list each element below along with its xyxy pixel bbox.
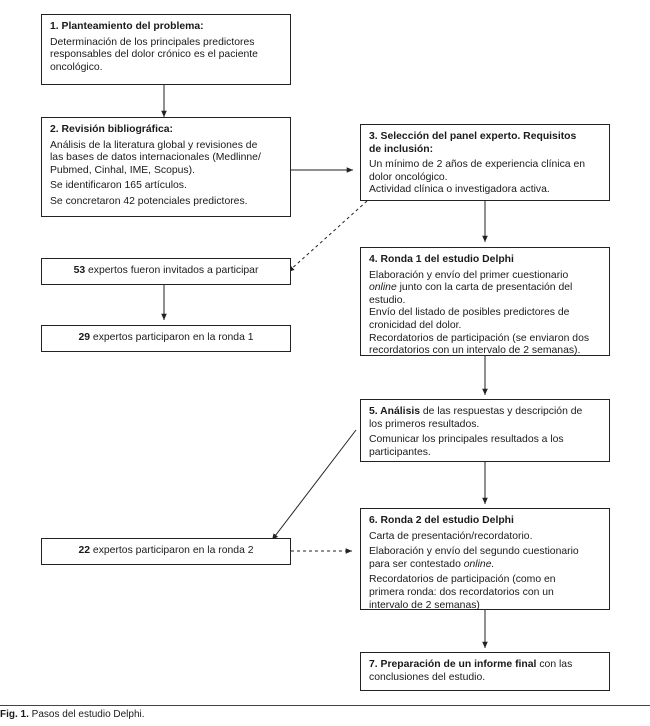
step6-line: Recordatorios de participación (como en [369, 574, 556, 586]
invited-text: expertos fueron invitados a participar [85, 265, 259, 277]
step4-line: Envío del listado de posibles predictore… [369, 307, 570, 319]
step1-line: oncológico. [50, 61, 103, 73]
step2-line: Se concretaron 42 potenciales predictore… [50, 195, 248, 207]
round1-text: expertos participaron en la ronda 1 [90, 332, 254, 344]
step2-box: 2. Revisión bibliográfica: Análisis de l… [41, 117, 291, 217]
step4-line: Recordatorios de participación (se envia… [369, 332, 590, 344]
dashed-arrow-step3-to-invited [287, 200, 368, 273]
step3-box: 3. Selección del panel experto. Requisit… [360, 124, 610, 201]
step2-line: Pubmed, Cinhal, IME, Scopus). [50, 164, 195, 176]
step5-title: 5. Análisis [369, 406, 421, 417]
step6-line: para ser contestado online. [369, 559, 601, 572]
step5-line-rest: de las respuestas y descripción de [420, 406, 583, 417]
step6-line: Elaboración y envío del segundo cuestion… [369, 546, 579, 558]
step2-title: 2. Revisión bibliográfica: [50, 124, 173, 135]
step5-line: los primeros resultados. [369, 418, 480, 430]
round2-count: 22 [78, 545, 91, 557]
step5-line: participantes. [369, 446, 431, 458]
step3-line: dolor oncológico. [369, 171, 448, 183]
round1-count: 29 [78, 332, 91, 344]
step7-line: 7. Preparación de un informe final con l… [369, 659, 601, 672]
step5-line: 5. Análisis de las respuestas y descripc… [369, 406, 601, 419]
step1-line: responsables del dolor crónico es el pac… [50, 49, 258, 61]
step5-box: 5. Análisis de las respuestas y descripc… [360, 399, 610, 462]
caption-divider [0, 705, 650, 706]
step5-line: Comunicar los principales resultados a l… [369, 434, 564, 446]
round1-participants-box: 29 expertos participaron en la ronda 1 [41, 325, 291, 352]
online-italic: online [369, 282, 397, 294]
figure-caption: Fig. 1. Pasos del estudio Delphi. [0, 709, 145, 721]
step1-box: 1. Planteamiento del problema: Determina… [41, 14, 291, 85]
step6-line: Carta de presentación/recordatorio. [369, 530, 533, 542]
invited-experts-box: 53 expertos fueron invitados a participa… [41, 258, 291, 285]
step4-box: 4. Ronda 1 del estudio Delphi Elaboració… [360, 247, 610, 356]
step4-line: recordatorios con un intervalo de 2 sema… [369, 345, 581, 357]
step4-line: estudio. [369, 294, 406, 306]
arrow-step5-to-round2 [271, 429, 357, 541]
step4-title: 4. Ronda 1 del estudio Delphi [369, 254, 514, 265]
step6-title: 6. Ronda 2 del estudio Delphi [369, 515, 514, 526]
step6-line: primera ronda: dos recordatorios con un [369, 586, 554, 598]
step3-title: 3. Selección del panel experto. Requisit… [369, 131, 577, 142]
step4-line-rest: junto con la carta de presentación del [396, 282, 573, 294]
caption-label: Fig. 1. [0, 709, 29, 720]
step7-line: conclusiones del estudio. [369, 671, 486, 683]
step1-title: 1. Planteamiento del problema: [50, 21, 204, 32]
step2-line: Se identificaron 165 artículos. [50, 180, 187, 192]
step7-title: 7. Preparación de un informe final [369, 659, 537, 670]
round2-text: expertos participaron en la ronda 2 [90, 545, 254, 557]
step2-line: Análisis de la literatura global y revis… [50, 139, 258, 151]
step7-line-rest: con las [536, 659, 573, 670]
caption-text: Pasos del estudio Delphi. [28, 709, 145, 720]
step1-line: Determinación de los principales predict… [50, 36, 255, 48]
step4-line: Elaboración y envío del primer cuestiona… [369, 269, 569, 281]
round2-participants-box: 22 expertos participaron en la ronda 2 [41, 538, 291, 565]
step6-line: intervalo de 2 semanas) [369, 599, 480, 611]
step3-title: de inclusión: [369, 143, 434, 155]
online-italic: online. [463, 558, 495, 570]
step7-box: 7. Preparación de un informe final con l… [360, 652, 610, 691]
step6-line-rest: para ser contestado [369, 558, 464, 570]
step6-box: 6. Ronda 2 del estudio Delphi Carta de p… [360, 508, 610, 611]
invited-count: 53 [73, 265, 86, 277]
step3-line: Actividad clínica o investigadora activa… [369, 184, 550, 196]
step2-line: las bases de datos internacionales (Medl… [50, 152, 261, 164]
step3-line: Un mínimo de 2 años de experiencia clíni… [369, 159, 586, 171]
step4-line: cronicidad del dolor. [369, 319, 462, 331]
step4-line: online junto con la carta de presentació… [369, 282, 601, 295]
